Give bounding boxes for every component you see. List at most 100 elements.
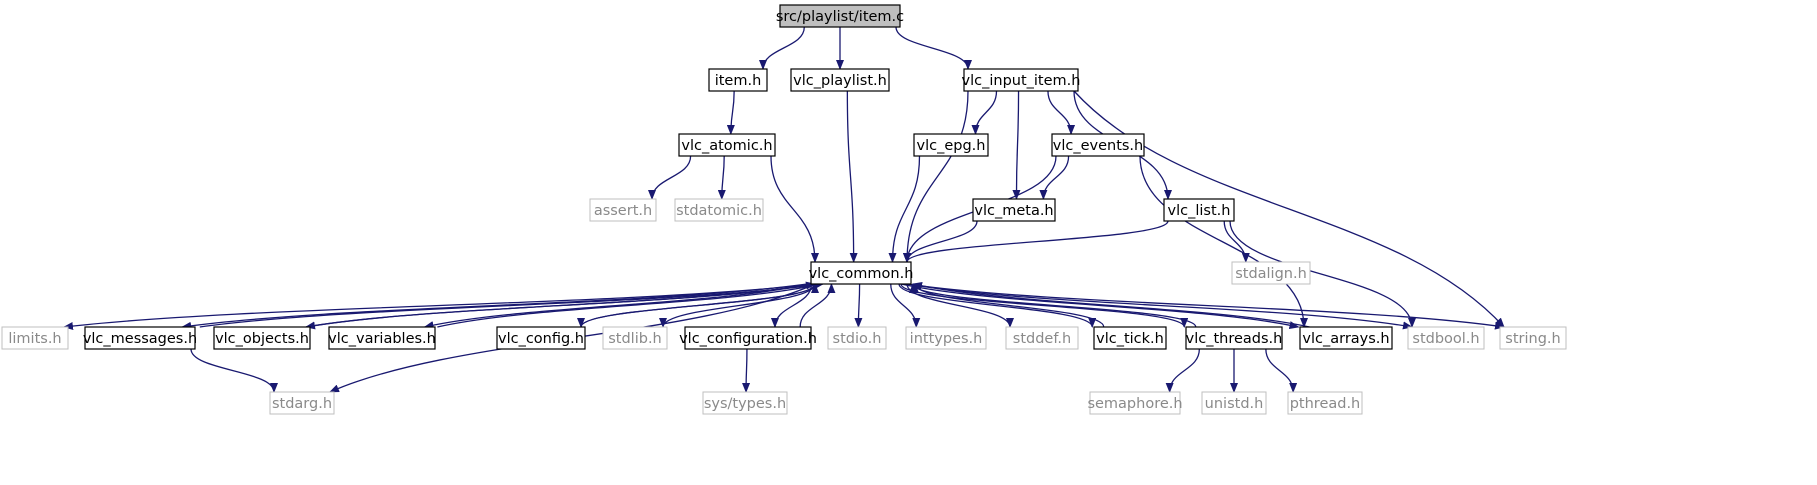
node-vlc-threads-h[interactable]: vlc_threads.h — [1185, 326, 1283, 350]
node-vlc-playlist-h[interactable]: vlc_playlist.h — [790, 68, 890, 92]
node-item-h[interactable]: item.h — [708, 68, 768, 92]
node-vlc-epg-h[interactable]: vlc_epg.h — [913, 133, 989, 157]
edge-vlc-threads-h-to-pthread-h — [1265, 348, 1298, 393]
node-label: stddef.h — [1013, 331, 1071, 347]
node-label: stdio.h — [833, 331, 882, 347]
node-label: vlc_config.h — [498, 331, 584, 347]
edge-vlc-input-item-h-to-vlc-epg-h — [971, 90, 998, 135]
node-box — [1185, 326, 1283, 350]
node-label: semaphore.h — [1087, 396, 1182, 412]
node-label: vlc_events.h — [1053, 138, 1143, 154]
node-box — [702, 391, 788, 415]
edge-vlc-input-item-h-to-vlc-common-h — [903, 90, 969, 263]
node-box — [269, 391, 335, 415]
node-box — [972, 198, 1056, 222]
node-box — [1299, 326, 1393, 350]
node-label: stdalign.h — [1235, 266, 1307, 282]
node-unistd-h: unistd.h — [1201, 391, 1267, 415]
node-semaphore-h: semaphore.h — [1087, 391, 1183, 415]
node-vlc-configuration-h[interactable]: vlc_configuration.h — [679, 326, 817, 350]
node-vlc-arrays-h[interactable]: vlc_arrays.h — [1299, 326, 1393, 350]
edge-vlc-list-h-to-vlc-common-h — [903, 220, 1169, 263]
edge-vlc-common-h-to-string-h — [906, 283, 1505, 330]
node-vlc-meta-h[interactable]: vlc_meta.h — [972, 198, 1056, 222]
node-box — [1093, 326, 1167, 350]
node-label: stdatomic.h — [676, 203, 762, 219]
edge-vlc-atomic-h-to-assert-h — [648, 155, 692, 200]
node-box — [913, 133, 989, 157]
node-box — [790, 68, 890, 92]
node-label: unistd.h — [1205, 396, 1264, 412]
node-box — [1287, 391, 1363, 415]
edge-vlc-objects-h-to-vlc-common-h — [305, 281, 816, 328]
node-label: vlc_arrays.h — [1302, 331, 1389, 347]
node-box — [1231, 261, 1311, 285]
node-label: vlc_messages.h — [83, 331, 197, 347]
node-label: pthread.h — [1290, 396, 1361, 412]
edge-vlc-common-h-to-vlc-messages-h — [181, 283, 808, 330]
edge-vlc-messages-h-to-stdarg-h — [190, 348, 278, 393]
edge-item-h-to-vlc-atomic-h — [726, 90, 735, 135]
node-box — [602, 326, 668, 350]
node-label: string.h — [1505, 331, 1560, 347]
node-assert-h: assert.h — [589, 198, 657, 222]
edge-vlc-common-h-to-inttypes-h — [890, 283, 921, 328]
node-pthread-h: pthread.h — [1287, 391, 1363, 415]
edge-vlc-common-h-to-vlc-tick-h — [898, 283, 1097, 328]
node-label: item.h — [715, 73, 762, 89]
node-label: vlc_list.h — [1168, 203, 1231, 219]
edge-vlc-configuration-h-to-sys-types-h — [742, 348, 751, 393]
node-label: vlc_playlist.h — [793, 73, 887, 89]
node-limits-h: limits.h — [1, 326, 69, 350]
node-vlc-config-h[interactable]: vlc_config.h — [496, 326, 586, 350]
node-label: vlc_objects.h — [215, 331, 309, 347]
node-root[interactable]: src/playlist/item.c — [776, 4, 904, 28]
node-label: stdbool.h — [1412, 331, 1479, 347]
edge-vlc-messages-h-to-vlc-common-h — [199, 281, 824, 328]
node-vlc-events-h[interactable]: vlc_events.h — [1051, 133, 1145, 157]
edge-vlc-arrays-h-to-vlc-common-h — [912, 281, 1310, 328]
node-vlc-list-h[interactable]: vlc_list.h — [1163, 198, 1235, 222]
node-label: vlc_common.h — [809, 266, 914, 282]
node-label: limits.h — [8, 331, 61, 347]
node-box — [810, 261, 912, 285]
node-label: stdarg.h — [272, 396, 332, 412]
node-box — [1201, 391, 1267, 415]
node-box — [963, 68, 1079, 92]
edge-vlc-threads-h-to-semaphore-h — [1165, 348, 1200, 393]
edge-vlc-config-h-to-vlc-common-h — [580, 283, 819, 328]
node-vlc-messages-h[interactable]: vlc_messages.h — [83, 326, 197, 350]
node-vlc-atomic-h[interactable]: vlc_atomic.h — [678, 133, 776, 157]
edge-vlc-atomic-h-to-stdatomic-h — [717, 155, 726, 200]
node-label: stdlib.h — [608, 331, 662, 347]
edge-vlc-configuration-h-to-vlc-common-h — [799, 283, 836, 328]
node-box — [1005, 326, 1079, 350]
edge-vlc-common-h-to-vlc-arrays-h — [900, 283, 1300, 330]
edge-vlc-atomic-h-to-vlc-common-h — [770, 155, 819, 263]
node-box — [674, 198, 764, 222]
node-box — [1163, 198, 1235, 222]
node-vlc-common-h[interactable]: vlc_common.h — [809, 261, 914, 285]
node-vlc-tick-h[interactable]: vlc_tick.h — [1093, 326, 1167, 350]
node-label: vlc_input_item.h — [962, 73, 1081, 89]
node-box — [1407, 326, 1485, 350]
node-vlc-objects-h[interactable]: vlc_objects.h — [213, 326, 311, 350]
node-label: vlc_atomic.h — [681, 138, 772, 154]
node-box — [905, 326, 987, 350]
node-string-h: string.h — [1499, 326, 1567, 350]
edge-vlc-common-h-to-stdbool-h — [906, 283, 1413, 330]
node-stdbool-h: stdbool.h — [1407, 326, 1485, 350]
node-label: vlc_threads.h — [1186, 331, 1283, 347]
node-label: sys/types.h — [704, 396, 786, 412]
edge-root-to-vlc-input-item-h — [895, 26, 972, 70]
node-vlc-input-item-h[interactable]: vlc_input_item.h — [962, 68, 1081, 92]
edge-vlc-common-h-to-vlc-variables-h — [423, 283, 810, 329]
node-label: vlc_meta.h — [974, 203, 1053, 219]
edge-vlc-variables-h-to-vlc-common-h — [437, 282, 822, 328]
edge-vlc-threads-h-to-vlc-common-h — [909, 283, 1197, 328]
node-box — [827, 326, 887, 350]
node-vlc-variables-h[interactable]: vlc_variables.h — [328, 326, 436, 350]
node-box — [1499, 326, 1567, 350]
node-inttypes-h: inttypes.h — [905, 326, 987, 350]
